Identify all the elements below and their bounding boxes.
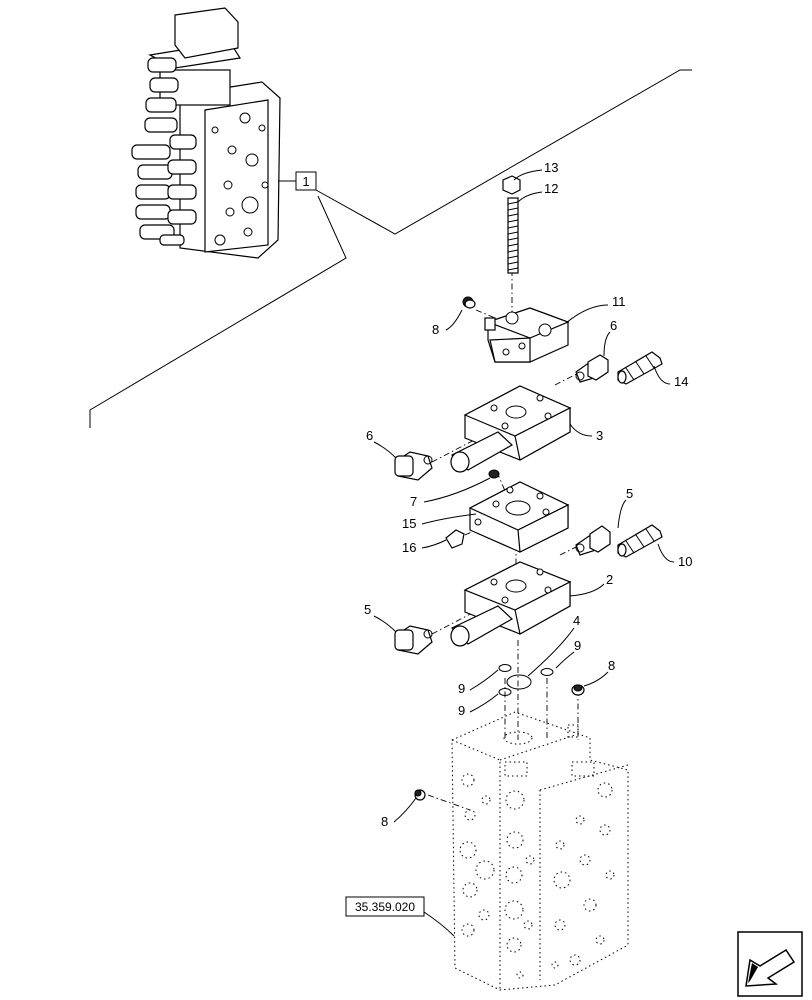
callout-9-right: 9 [574, 638, 581, 653]
detail-bracket-lines [89, 69, 692, 428]
callout-6-right: 6 [610, 318, 617, 333]
part-7-plug [488, 469, 500, 479]
valve-assembly-overview [131, 7, 281, 259]
spool-caps [131, 57, 197, 246]
part-11-cover-block [484, 307, 570, 363]
assembly-callout: 1 [278, 171, 317, 191]
part-6-valve-left [394, 451, 433, 481]
callout-8-right: 8 [608, 658, 615, 673]
callout-3: 3 [596, 428, 603, 443]
main-valve-body [451, 711, 629, 991]
svg-text:35.359.020: 35.359.020 [355, 900, 415, 914]
part-14-spool [617, 351, 663, 385]
callout-10: 10 [678, 554, 692, 569]
arrow-down-left-icon[interactable] [737, 931, 803, 997]
part-13-nut [502, 175, 521, 195]
callout-8-top: 8 [432, 322, 439, 337]
face-ports [211, 112, 269, 246]
callout-5-left: 5 [364, 602, 371, 617]
part-5-valve-right [575, 525, 611, 556]
reference-label[interactable]: 35.359.020 [345, 896, 455, 937]
callout-15: 15 [402, 516, 416, 531]
callout-labels: 13 12 11 8 6 14 3 6 7 5 15 16 10 2 5 4 9 [364, 160, 692, 829]
part-16-fitting [445, 529, 465, 549]
part-3-valve-section [450, 385, 572, 473]
part-2-valve-section [450, 561, 572, 647]
callout-13: 13 [544, 160, 558, 175]
body-port-holes [459, 773, 615, 979]
part-4-9-orings [498, 664, 554, 696]
svg-text:1: 1 [302, 174, 309, 189]
callout-4: 4 [573, 613, 580, 628]
part-6-valve-right [575, 354, 609, 383]
callout-11: 11 [612, 294, 626, 309]
callout-5-right: 5 [626, 486, 633, 501]
callout-2: 2 [606, 572, 613, 587]
callout-9-left-top: 9 [458, 681, 465, 696]
part-12-threaded-rod [507, 197, 519, 274]
callout-7: 7 [410, 494, 417, 509]
callout-6-left: 6 [366, 428, 373, 443]
part-8-plug-lower [414, 789, 426, 801]
callout-9-left-bottom: 9 [458, 703, 465, 718]
part-8-plug-top [462, 296, 476, 309]
callout-16: 16 [402, 540, 416, 555]
part-5-valve-left [394, 625, 433, 655]
part-10-spool [617, 524, 663, 558]
callout-12: 12 [544, 181, 558, 196]
part-15-spacer-block [468, 481, 570, 553]
callout-8-lower: 8 [381, 814, 388, 829]
callout-14: 14 [674, 374, 688, 389]
part-8-plug-right [571, 684, 585, 696]
